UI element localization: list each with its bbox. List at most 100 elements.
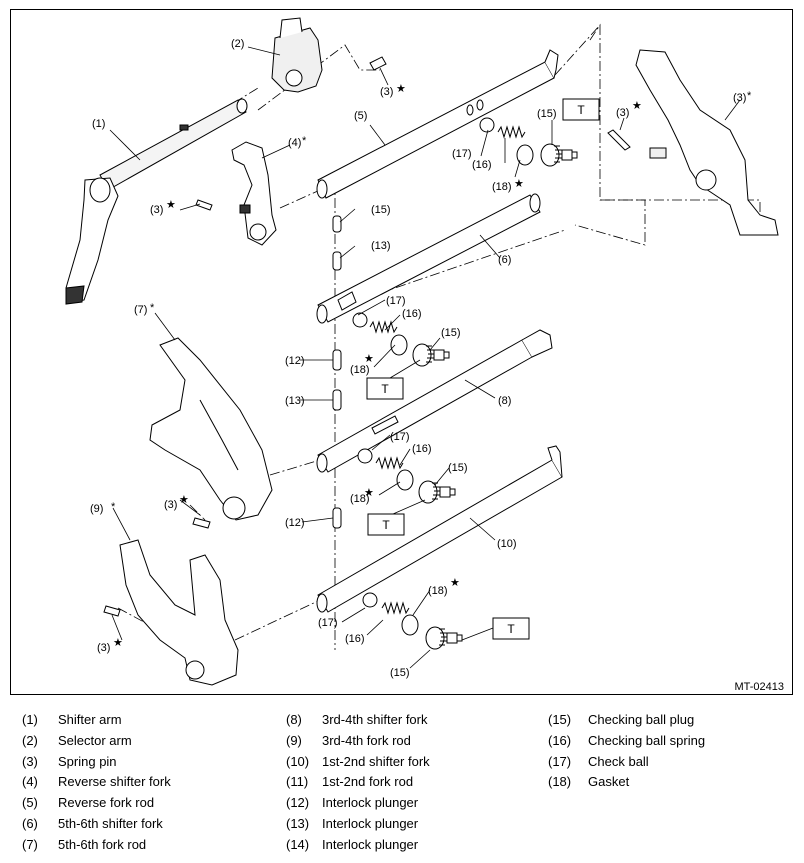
legend-number: (7): [22, 836, 38, 852]
3rd-4th-fork-rod: [316, 329, 553, 473]
legend-text: Check ball: [588, 753, 649, 769]
legend-text: 1st-2nd fork rod: [322, 774, 414, 790]
callout-17: (17): [318, 617, 338, 629]
callout-15: (15): [448, 462, 468, 474]
3rd-4th-shifter-fork: [149, 337, 273, 521]
callout-8: (7): [134, 304, 147, 316]
legend-text: Reverse fork rod: [58, 795, 155, 811]
legend-text: Shifter arm: [58, 712, 122, 727]
asterisk-symbol: *: [111, 501, 116, 513]
callout-12: (12): [285, 517, 305, 529]
callout-15: (15): [441, 327, 461, 339]
callout-18: (18): [492, 181, 512, 193]
callout-3: (3): [150, 204, 163, 216]
legend-number: (12): [286, 795, 310, 811]
legend-text: 1st-2nd shifter fork: [322, 753, 430, 769]
parts-legend: (1) Shifter arm (2) Selector arm (3) Spring…: [0, 712, 804, 862]
legend-number: (16): [548, 732, 572, 748]
callout-16: (16): [345, 633, 365, 645]
callout-11: (10): [497, 538, 517, 550]
legend-number: (10): [286, 753, 310, 769]
star-symbol: ★: [166, 199, 176, 211]
legend-number: (5): [22, 795, 38, 811]
torque-box: [492, 617, 530, 640]
legend-number: (14): [286, 836, 310, 852]
figure-id: MT-02413: [734, 681, 784, 693]
star-symbol: ★: [364, 353, 374, 365]
callout-16: (16): [472, 159, 492, 171]
check-ball-sets: [352, 117, 578, 650]
legend-number: (13): [286, 815, 310, 831]
legend-text: 5th-6th shifter fork: [58, 815, 163, 831]
torque-box: [367, 513, 405, 536]
legend-text: Gasket: [588, 774, 630, 790]
callout-3: (3): [380, 86, 393, 98]
callout-18: (18): [428, 585, 448, 597]
torque-symbol: T: [382, 518, 390, 532]
5th-6th-shifter-fork: [635, 49, 779, 236]
callout-17: (17): [390, 431, 410, 443]
legend-text: 3rd-4th shifter fork: [322, 712, 428, 727]
legend-number: (18): [548, 774, 572, 790]
callout-10: (9): [90, 503, 103, 515]
legend-text: Reverse shifter fork: [58, 774, 171, 790]
legend-number: (17): [548, 753, 572, 769]
legend-text: 3rd-4th fork rod: [322, 732, 411, 748]
star-symbol: ★: [450, 577, 460, 589]
callout-6: (3): [733, 92, 746, 104]
star-symbol: ★: [632, 100, 642, 112]
callout-16: (16): [412, 443, 432, 455]
legend-number: (1): [22, 712, 38, 727]
callout-18: (18): [350, 493, 370, 505]
asterisk-symbol: *: [302, 135, 307, 147]
callout-18: (18): [350, 364, 370, 376]
asterisk-symbol: *: [747, 90, 752, 102]
legend-number: (2): [22, 732, 38, 748]
star-symbol: ★: [396, 83, 406, 95]
callout-12: (12): [285, 355, 305, 367]
callout-3: (3): [97, 642, 110, 654]
callout-13: (13): [285, 395, 305, 407]
legend-text: Checking ball plug: [588, 712, 695, 727]
callout-1: (1): [92, 118, 105, 130]
callout-15: (15): [390, 667, 410, 679]
star-symbol: ★: [364, 487, 374, 499]
legend-number: (4): [22, 774, 38, 790]
legend-number: (11): [286, 774, 309, 790]
legend-number: (6): [22, 815, 38, 831]
shifter-arm: [65, 98, 248, 305]
callout-7: (6): [498, 254, 511, 266]
callout-14: (15): [371, 204, 391, 216]
reverse-shifter-fork: [231, 141, 277, 246]
star-symbol: ★: [179, 494, 189, 506]
callout-5: (5): [354, 110, 367, 122]
leader-lines: [109, 46, 741, 669]
exploded-view-diagram: T T T T: [65, 17, 779, 686]
legend-text: Checking ball spring: [588, 732, 706, 748]
legend-text: 5th-6th fork rod: [58, 836, 147, 852]
callout-labels: (1) (2) (3) ★ (3) ★ (4) * (5) (17) (16) …: [90, 38, 752, 679]
torque-box: [562, 98, 600, 121]
callout-3: (3): [164, 499, 177, 511]
legend-number: (3): [22, 753, 38, 769]
torque-symbol: T: [507, 622, 515, 636]
torque-boxes: T T T T: [366, 98, 600, 640]
legend-text: Selector arm: [58, 732, 132, 748]
callout-16: (16): [402, 308, 422, 320]
legend-text: Interlock plunger: [322, 815, 419, 831]
legend-text: Spring pin: [58, 753, 117, 769]
1st-2nd-shifter-fork: [119, 539, 239, 686]
torque-symbol: T: [577, 103, 585, 117]
callout-3: (3): [616, 107, 629, 119]
legend-text: Interlock plunger: [322, 836, 419, 852]
legend-number: (9): [286, 732, 302, 748]
callout-17: (17): [452, 148, 472, 160]
callout-9: (8): [498, 395, 511, 407]
callout-2: (2): [231, 38, 244, 50]
asterisk-symbol: *: [150, 302, 155, 314]
callout-4: (4): [288, 137, 301, 149]
legend-number: (15): [548, 712, 572, 727]
1st-2nd-fork-rod: [316, 445, 563, 613]
legend-text: Interlock plunger: [322, 795, 419, 811]
callout-17: (17): [386, 295, 406, 307]
